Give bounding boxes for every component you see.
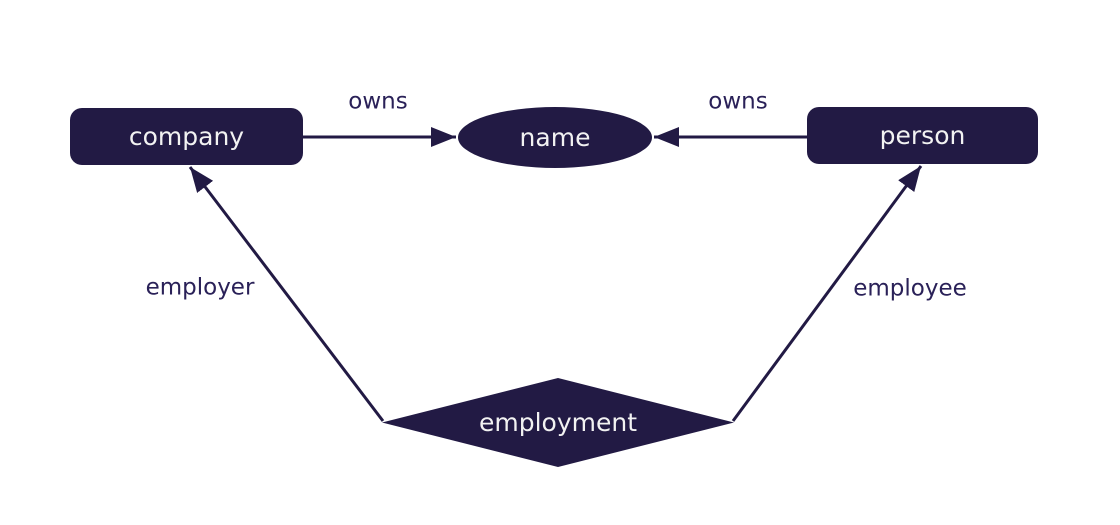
edge-label-owns-company: owns [348,88,408,115]
relationship-employment-label: employment [478,408,638,437]
entity-company: company [70,108,303,165]
edge-employment-to-company [188,166,385,422]
entity-person: person [807,107,1038,164]
edge-employment-to-person [731,165,923,422]
attribute-name: name [458,107,652,168]
edge-label-employee: employee [853,275,967,302]
edge-label-employer: employer [145,274,255,301]
edge-label-owns-person: owns [708,88,768,115]
entity-person-label: person [879,121,966,150]
attribute-name-label: name [519,123,591,152]
entity-company-label: company [128,122,245,151]
